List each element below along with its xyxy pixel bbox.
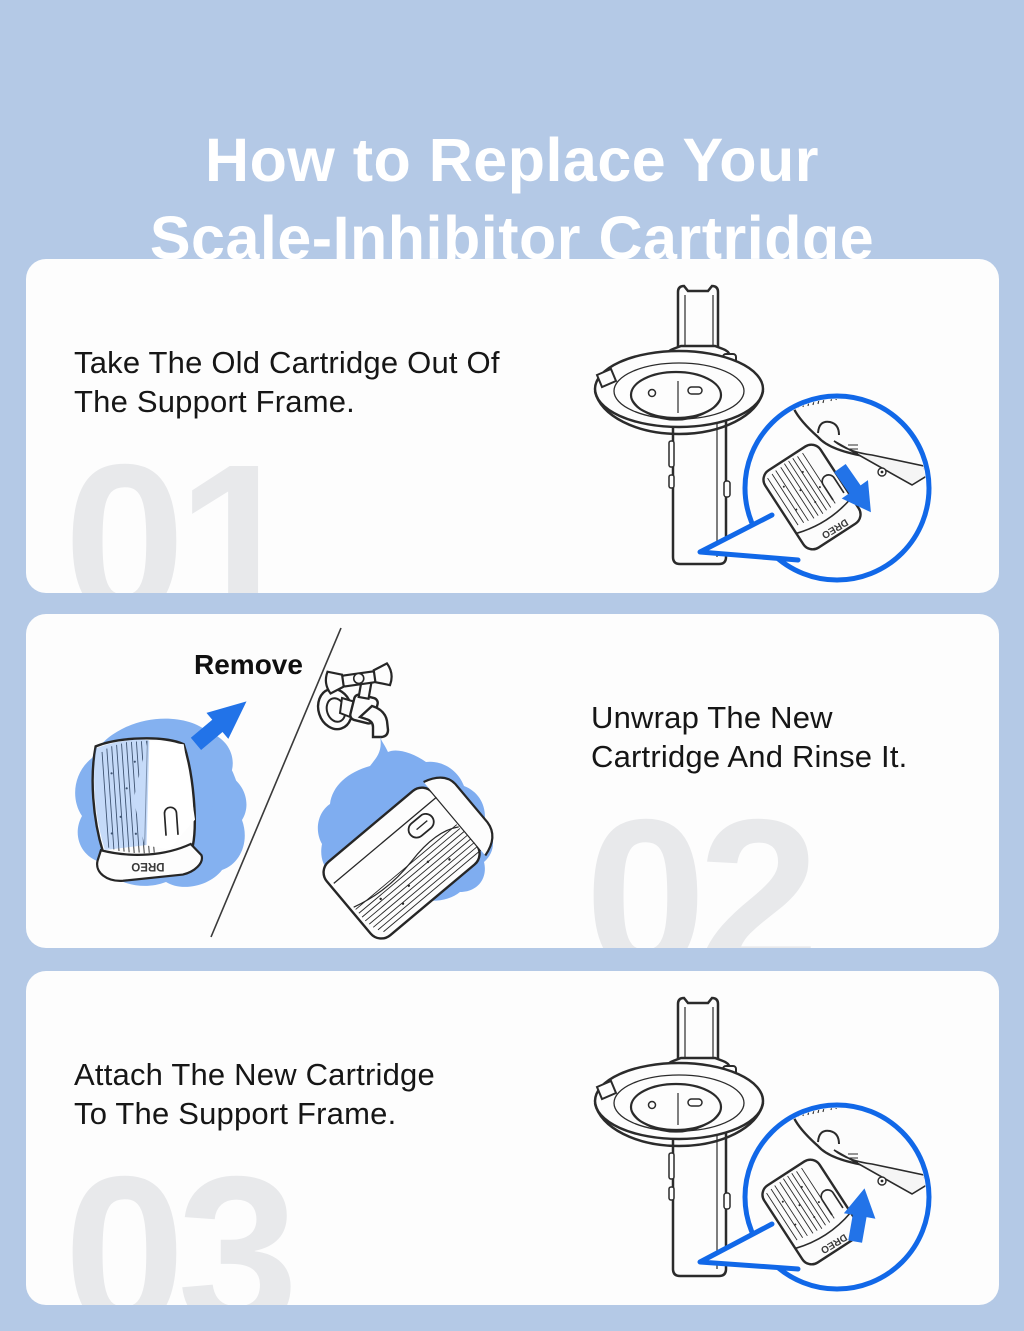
- support-frame-removal-illustration: DREO: [593, 284, 932, 583]
- step-number: 02: [585, 775, 820, 949]
- magnifier-callout: DREO: [697, 393, 932, 583]
- divider-line: [210, 627, 342, 938]
- step-card-1: 01 Take The Old Cartridge Out Of The Sup…: [26, 259, 999, 593]
- unwrap-and-rinse-illustration: DREO: [75, 627, 494, 940]
- support-frame: [593, 996, 765, 1278]
- step-card-2: 02 Unwrap The New Cartridge And Rinse It…: [26, 614, 999, 948]
- cartridge-logo: DREO: [131, 860, 164, 872]
- faucet-icon: [316, 661, 393, 739]
- page-title-line1: How to Replace Your: [205, 125, 819, 194]
- support-frame: [593, 284, 765, 566]
- step-instruction: Unwrap The New Cartridge And Rinse It.: [591, 698, 907, 776]
- tank-bottom: [786, 1108, 926, 1195]
- step-instruction-line1: Attach The New Cartridge: [74, 1057, 435, 1092]
- magnifier-callout: DREO: [697, 1102, 932, 1292]
- step-instruction: Attach The New Cartridge To The Support …: [74, 1055, 435, 1133]
- step-instruction-line1: Unwrap The New: [591, 700, 833, 735]
- step-card-3: 03 Attach The New Cartridge To The Suppo…: [26, 971, 999, 1305]
- up-right-arrow-icon: [190, 701, 247, 750]
- step-instruction-line2: To The Support Frame.: [74, 1096, 397, 1131]
- page-title: How to Replace Your Scale-Inhibitor Cart…: [0, 121, 1024, 277]
- step-number: 01: [64, 420, 299, 594]
- step-number: 03: [64, 1132, 299, 1306]
- remove-label: Remove: [194, 649, 303, 680]
- wrapped-cartridge: DREO: [75, 718, 247, 887]
- down-arrow-icon: [834, 464, 871, 513]
- cartridge: DREO: [761, 1158, 861, 1266]
- tank-bottom: [786, 399, 926, 486]
- step-instruction-line2: Cartridge And Rinse It.: [591, 739, 908, 774]
- rinsed-cartridge: [322, 776, 494, 940]
- step-instruction: Take The Old Cartridge Out Of The Suppor…: [74, 343, 500, 421]
- up-arrow-icon: [843, 1188, 876, 1243]
- support-frame-attach-illustration: DREO: [593, 996, 932, 1292]
- step-instruction-line1: Take The Old Cartridge Out Of: [74, 345, 500, 380]
- step-instruction-line2: The Support Frame.: [74, 384, 355, 419]
